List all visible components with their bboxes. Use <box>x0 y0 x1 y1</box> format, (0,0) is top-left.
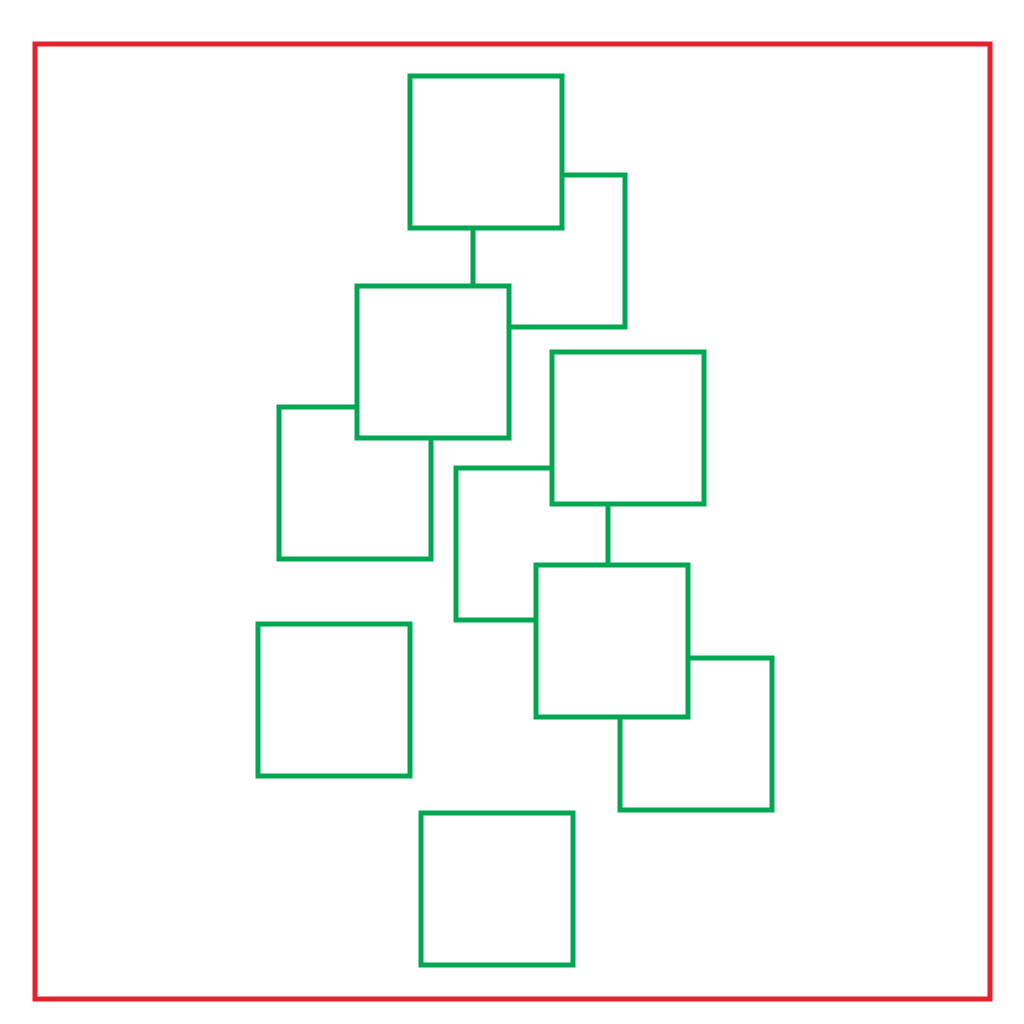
green-square-8 <box>617 655 775 813</box>
green-square-7 <box>255 621 413 779</box>
green-square-10 <box>418 810 576 968</box>
green-square-6 <box>549 349 707 507</box>
green-square-2 <box>407 73 565 231</box>
squares-group <box>255 73 775 968</box>
green-square-9 <box>533 562 691 720</box>
outer-frame <box>32 41 993 1002</box>
green-square-4 <box>354 283 512 441</box>
